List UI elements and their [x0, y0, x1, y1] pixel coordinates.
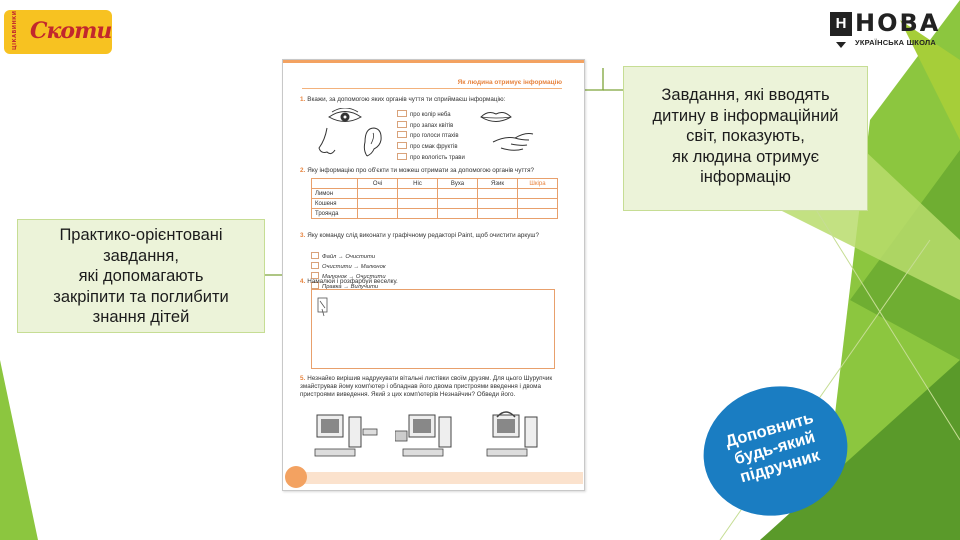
row-header: Троянда [311, 208, 358, 219]
callout-line: інформацію [700, 168, 791, 186]
callout-practical-tasks: Практико-орієнтовані завдання, які допом… [17, 219, 265, 333]
callout-line: дитину в інформаційний [652, 106, 839, 125]
computer-3-icon [486, 411, 538, 457]
task-1-text: Вкажи, за допомогою яких органів чуття т… [307, 96, 506, 103]
callout-line: як людина отримує [671, 147, 820, 166]
task-4-number: 4. [300, 278, 306, 285]
task-1: 1.Вкажи, за допомогою яких органів чуття… [300, 96, 575, 104]
list-item: про колір неба [397, 110, 465, 121]
nova-brand-text: НОВА [855, 9, 941, 37]
task-3-text: Яку команду слід виконати у графічному р… [307, 232, 539, 239]
table-row: Троянда [311, 208, 558, 219]
row-header: Лимон [311, 188, 358, 199]
callout-line: закріпити та поглибити [53, 287, 229, 306]
callout-line: які допомагають [78, 267, 204, 285]
skotynky-logo: ЦІКАВИНКИ Скотинки [4, 10, 112, 54]
list-item: про вологість трави [397, 153, 465, 164]
list-item: про смак фруктів [397, 142, 465, 153]
task-3: 3.Яку команду слід виконати у графічному… [300, 232, 575, 240]
column-header: Шкіра [517, 178, 558, 189]
option-item: Файл → Очистити [311, 252, 435, 262]
column-header: Язик [477, 178, 518, 189]
senses-table: Очі Ніс Вуха Язик Шкіра Лимон Кошеня Тро… [311, 178, 558, 219]
task-2: 2.Яку інформацію про об'єкти ти можеш от… [300, 167, 575, 175]
list-item: про запах квітів [397, 121, 465, 132]
task-1-list: про колір неба про запах квітів про голо… [397, 110, 465, 164]
computer-1-icon [314, 414, 378, 457]
list-item: про голоси птахів [397, 131, 465, 142]
page-title: Як людина отримує інформацію [302, 79, 562, 89]
callout-line: знання дітей [92, 308, 190, 326]
nose-icon [318, 127, 336, 155]
task-4: 4.Намалюй і розфарбуй веселку. [300, 278, 575, 286]
task-5-text: Незнайко вирішив надрукувати вітальні ли… [300, 375, 553, 398]
callout-line: Завдання, які вводять [661, 86, 830, 104]
ear-icon [363, 127, 382, 157]
lips-icon [480, 112, 512, 122]
table-corner-cell [311, 178, 358, 189]
nova-ukrainska-shkola-logo: Н НОВА УКРАЇНСЬКА ШКОЛА [830, 9, 950, 54]
computer-2-icon [395, 414, 452, 457]
task-3-number: 3. [300, 232, 306, 239]
page-bottom-bar [293, 472, 583, 484]
option-item: Малюнок → Очистити [311, 272, 435, 282]
table-row: Кошеня [311, 198, 558, 209]
eye-icon [328, 108, 362, 122]
nova-subtitle: УКРАЇНСЬКА ШКОЛА [855, 38, 937, 47]
task-3-options: Файл → ОчиститиОчистити → Малюнок Малюно… [311, 252, 541, 292]
logo-brand-text: Скотинки [30, 18, 112, 44]
page-top-stripe [283, 60, 584, 63]
callout-informational-tasks: Завдання, які вводять дитину в інформаці… [623, 66, 868, 211]
nova-mark-icon: Н [830, 12, 852, 36]
row-header: Кошеня [311, 198, 358, 209]
task-2-number: 2. [300, 167, 306, 174]
option-item: Правка → Вилучити [311, 282, 435, 292]
callout-line: світ, показують, [686, 127, 805, 145]
textbook-page: Як людина отримує інформацію 1.Вкажи, за… [282, 59, 585, 491]
callout-line: Практико-орієнтовані [59, 226, 223, 244]
task-5-number: 5. [300, 375, 306, 382]
task-1-number: 1. [300, 96, 306, 103]
nova-triangle-icon [836, 42, 846, 48]
task-2-text: Яку інформацію про об'єкти ти можеш отри… [307, 167, 535, 174]
column-header: Вуха [437, 178, 478, 189]
task-4-text: Намалюй і розфарбуй веселку. [307, 278, 398, 285]
pencil-icon [317, 297, 328, 317]
task-5: 5.Незнайко вирішив надрукувати вітальні … [300, 375, 575, 399]
column-header: Очі [357, 178, 398, 189]
column-header: Ніс [397, 178, 438, 189]
option-item: Очистити → Малюнок [311, 262, 435, 272]
page-number-badge [285, 466, 307, 488]
hand-icon [492, 133, 534, 151]
table-row: Лимон [311, 188, 558, 199]
table-header-row: Очі Ніс Вуха Язик Шкіра [311, 178, 558, 189]
callout-line: завдання, [103, 246, 179, 265]
drawing-box [311, 289, 555, 369]
